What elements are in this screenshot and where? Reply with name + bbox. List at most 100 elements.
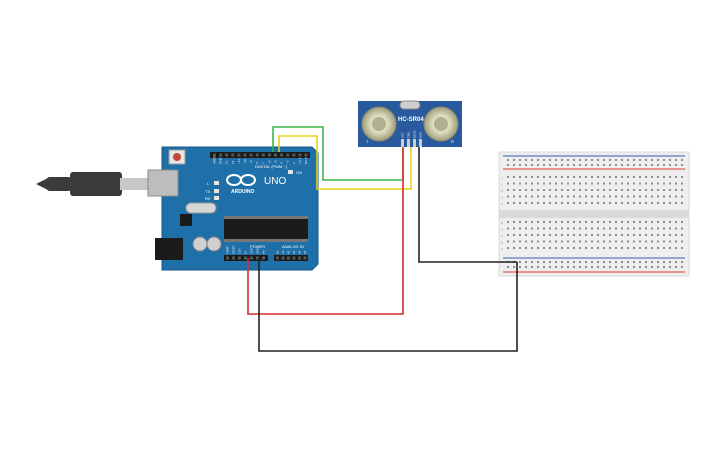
power-pin-hole[interactable] [276,256,279,260]
breadboard-hole[interactable] [519,202,521,204]
breadboard-hole[interactable] [597,261,599,263]
breadboard-hole[interactable] [603,202,605,204]
breadboard-hole[interactable] [621,164,623,166]
breadboard-hole[interactable] [531,202,533,204]
breadboard-hole[interactable] [525,164,527,166]
breadboard-hole[interactable] [597,234,599,236]
breadboard-hole[interactable] [537,247,539,249]
breadboard-hole[interactable] [519,176,521,178]
digital-pin-hole[interactable] [237,153,241,157]
breadboard-hole[interactable] [513,221,515,223]
breadboard-hole[interactable] [681,182,683,185]
breadboard-hole[interactable] [627,176,629,178]
breadboard-hole[interactable] [579,159,581,161]
breadboard-hole[interactable] [615,261,617,263]
breadboard-hole[interactable] [609,266,611,268]
breadboard-hole[interactable] [627,234,629,236]
breadboard-hole[interactable] [663,261,665,263]
breadboard-hole[interactable] [507,176,509,178]
breadboard-hole[interactable] [669,176,671,178]
breadboard-hole[interactable] [663,240,665,243]
breadboard-hole[interactable] [651,227,653,230]
breadboard-hole[interactable] [537,234,539,236]
digital-pin-hole[interactable] [255,153,259,157]
breadboard-hole[interactable] [675,164,677,166]
digital-pin-hole[interactable] [280,153,284,157]
breadboard-hole[interactable] [561,266,563,268]
breadboard-hole[interactable] [579,195,581,198]
breadboard-hole[interactable] [681,247,683,249]
breadboard-hole[interactable] [657,266,659,268]
breadboard-hole[interactable] [615,189,617,191]
breadboard-hole[interactable] [609,227,611,230]
reset-button-icon[interactable] [168,149,186,165]
breadboard-hole[interactable] [531,240,533,243]
breadboard-hole[interactable] [549,182,551,185]
breadboard-hole[interactable] [669,195,671,198]
breadboard-hole[interactable] [573,266,575,268]
breadboard-hole[interactable] [537,164,539,166]
breadboard-hole[interactable] [543,189,545,191]
breadboard-hole[interactable] [627,227,629,230]
breadboard-hole[interactable] [567,182,569,185]
breadboard-hole[interactable] [657,240,659,243]
breadboard-hole[interactable] [525,266,527,268]
breadboard-hole[interactable] [573,176,575,178]
breadboard-hole[interactable] [585,261,587,263]
breadboard-hole[interactable] [531,189,533,191]
breadboard-hole[interactable] [603,234,605,236]
breadboard-hole[interactable] [579,234,581,236]
breadboard-hole[interactable] [657,261,659,263]
breadboard-hole[interactable] [573,182,575,185]
breadboard-hole[interactable] [519,247,521,249]
breadboard-hole[interactable] [657,164,659,166]
breadboard-hole[interactable] [567,227,569,230]
power-pin-hole[interactable] [298,256,301,260]
breadboard-hole[interactable] [609,164,611,166]
wire-gnd-arduino[interactable] [258,258,518,352]
breadboard-hole[interactable] [513,240,515,243]
breadboard-hole[interactable] [543,182,545,185]
breadboard-hole[interactable] [567,195,569,198]
digital-pin-hole[interactable] [219,153,223,157]
breadboard-hole[interactable] [525,182,527,185]
breadboard-hole[interactable] [543,176,545,178]
breadboard-hole[interactable] [519,240,521,243]
breadboard-hole[interactable] [591,240,593,243]
breadboard-hole[interactable] [639,227,641,230]
breadboard-hole[interactable] [603,195,605,198]
breadboard-hole[interactable] [609,261,611,263]
breadboard-hole[interactable] [663,195,665,198]
breadboard-hole[interactable] [531,234,533,236]
breadboard-hole[interactable] [651,202,653,204]
digital-pin-hole[interactable] [286,153,290,157]
digital-pin-hole[interactable] [274,153,277,157]
breadboard-hole[interactable] [681,164,683,166]
breadboard-hole[interactable] [651,234,653,236]
power-pin-hole[interactable] [303,256,307,260]
breadboard-hole[interactable] [639,234,641,236]
breadboard-hole[interactable] [627,202,629,204]
breadboard-hole[interactable] [579,227,581,230]
breadboard-hole[interactable] [585,266,587,268]
breadboard-hole[interactable] [549,261,551,263]
breadboard-hole[interactable] [633,195,635,198]
breadboard-hole[interactable] [663,182,665,185]
breadboard-hole[interactable] [651,195,653,198]
breadboard-hole[interactable] [603,176,605,178]
breadboard-hole[interactable] [543,221,545,223]
breadboard-hole[interactable] [645,202,647,204]
breadboard-hole[interactable] [543,227,545,230]
breadboard-hole[interactable] [669,159,671,161]
breadboard-hole[interactable] [537,227,539,230]
breadboard-hole[interactable] [561,159,563,161]
breadboard-hole[interactable] [645,234,647,236]
breadboard-hole[interactable] [597,247,599,249]
breadboard-hole[interactable] [525,240,527,243]
breadboard-hole[interactable] [645,240,647,243]
breadboard-hole[interactable] [549,189,551,191]
breadboard-hole[interactable] [675,247,677,249]
breadboard-hole[interactable] [579,182,581,185]
breadboard-hole[interactable] [615,221,617,223]
breadboard-hole[interactable] [621,266,623,268]
